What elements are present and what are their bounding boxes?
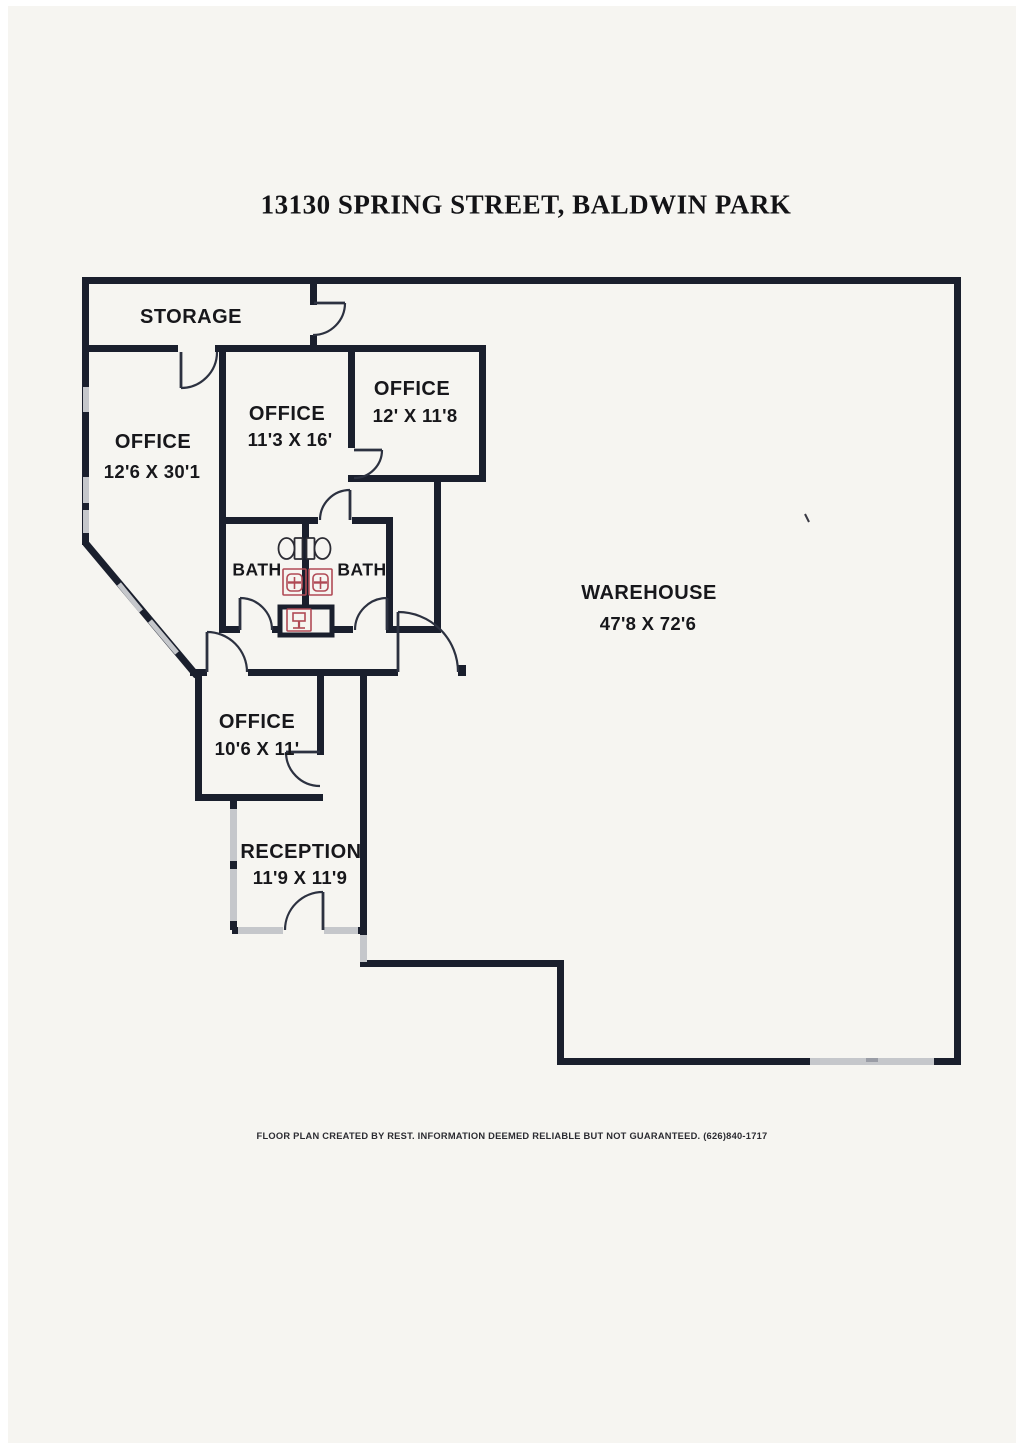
wall xyxy=(195,669,202,801)
wall xyxy=(232,927,240,934)
wall xyxy=(352,517,393,524)
window xyxy=(360,935,367,962)
room-label-office-left: OFFICE xyxy=(114,431,192,453)
wall xyxy=(219,626,240,633)
window xyxy=(83,510,89,533)
toilet-icon xyxy=(305,537,332,560)
door-arc-storage-to-office xyxy=(179,351,219,390)
toilet-icon xyxy=(277,537,304,560)
window xyxy=(148,619,179,655)
door-arc-hallway-to-office-front xyxy=(205,630,249,673)
wall xyxy=(230,800,237,809)
wall xyxy=(82,277,961,284)
door-arc-storage-to-warehouse xyxy=(312,301,347,337)
room-dims-warehouse: 47'8 X 72'6 xyxy=(599,612,697,634)
wall xyxy=(230,861,237,869)
door-arc-office-front xyxy=(284,750,321,788)
room-label-bath-left: BATH xyxy=(232,559,282,580)
wall xyxy=(219,345,226,633)
wall xyxy=(557,960,564,1065)
wall xyxy=(458,665,466,676)
door-arc-office-middle-to-bath-corridor xyxy=(318,488,352,521)
room-dims-office-front: 10'6 X 11' xyxy=(214,737,300,759)
room-label-office-front: OFFICE xyxy=(218,711,296,733)
window xyxy=(230,869,237,921)
window xyxy=(117,582,143,613)
door-arc-hallway-to-warehouse xyxy=(396,610,460,673)
wall xyxy=(302,517,309,607)
room-label-warehouse: WAREHOUSE xyxy=(581,582,717,604)
wall xyxy=(310,335,317,352)
window xyxy=(324,927,358,934)
wall xyxy=(360,960,564,967)
bath-fixtures xyxy=(277,537,333,632)
wall xyxy=(386,517,393,633)
scan-speck xyxy=(804,513,810,523)
wall xyxy=(195,794,323,801)
wall xyxy=(332,626,353,633)
window xyxy=(230,809,237,861)
wall xyxy=(317,669,324,755)
paper-background xyxy=(8,6,1016,1443)
wall xyxy=(479,345,486,482)
window-mullion xyxy=(866,1058,878,1062)
wall xyxy=(360,669,367,935)
door-arc-bath-right xyxy=(353,596,389,631)
wall xyxy=(230,921,237,930)
wall xyxy=(954,277,961,1065)
room-label-office-middle: OFFICE xyxy=(248,403,326,425)
wall xyxy=(219,517,318,524)
room-dims-office-right: 12' X 11'8 xyxy=(372,404,458,426)
door-arc-reception-entry xyxy=(283,890,325,931)
page-title: 13130 SPRING STREET, BALDWIN PARK xyxy=(260,189,792,220)
window xyxy=(238,927,283,934)
window xyxy=(83,477,89,503)
wall xyxy=(348,345,355,448)
room-dims-office-middle: 11'3 X 16' xyxy=(247,428,333,450)
walls xyxy=(82,277,961,1065)
wall xyxy=(932,1058,961,1065)
wall xyxy=(557,1058,812,1065)
room-label-storage: STORAGE xyxy=(139,306,243,328)
wall xyxy=(434,475,441,633)
wall xyxy=(387,626,441,633)
disclaimer-text: FLOOR PLAN CREATED BY REST. INFORMATION … xyxy=(256,1131,768,1141)
sink-icon xyxy=(282,568,307,596)
wall xyxy=(310,277,317,305)
door-arc-office-middle-to-office-right xyxy=(353,448,384,480)
room-dims-reception: 11'9 X 11'9 xyxy=(252,866,348,888)
utility-closet xyxy=(277,604,335,638)
wall xyxy=(272,626,282,633)
door-arc-bath-left xyxy=(238,596,274,631)
window xyxy=(83,387,89,412)
water-heater-icon xyxy=(286,608,312,632)
room-label-office-right: OFFICE xyxy=(373,378,451,400)
doors xyxy=(179,301,460,931)
room-label-bath-right: BATH xyxy=(337,559,387,580)
wall xyxy=(82,345,178,352)
diagonal-wall xyxy=(82,540,200,679)
room-dims-office-left: 12'6 X 30'1 xyxy=(103,460,201,482)
wall xyxy=(348,475,486,482)
windows xyxy=(83,387,934,1065)
room-label-reception: RECEPTION xyxy=(240,841,362,863)
sink-icon xyxy=(308,568,333,596)
